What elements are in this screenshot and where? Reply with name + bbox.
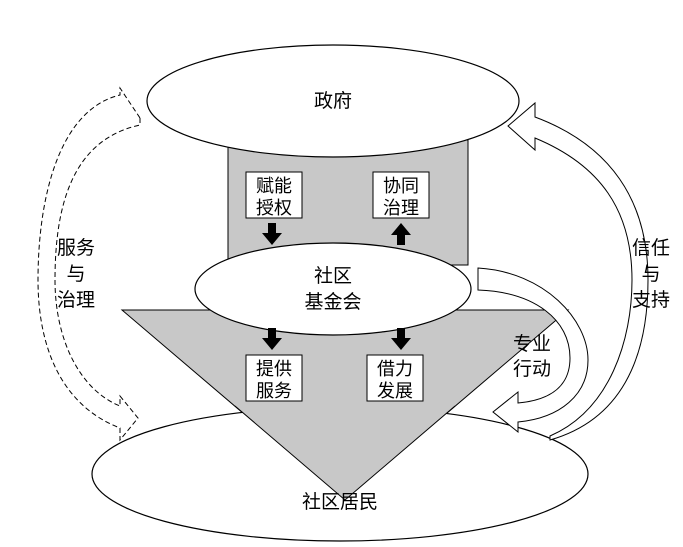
leverage-dev-box — [366, 354, 424, 402]
leverage-dev-box-line1: 借力 — [377, 359, 413, 380]
co-govern-box-line2: 治理 — [383, 198, 419, 219]
trust-support-arrow — [507, 101, 649, 441]
service-govern-label-line1: 服务 — [57, 237, 95, 259]
empower-box-line1: 赋能 — [256, 176, 292, 197]
trust-support-label-line1: 信任 — [632, 237, 670, 259]
professional-action-label-line2: 行动 — [513, 358, 551, 380]
provide-service-box-line2: 服务 — [256, 381, 292, 402]
co-govern-box — [372, 171, 430, 219]
down-arrow-leverage — [391, 328, 411, 350]
residents-label: 社区居民 — [302, 491, 378, 513]
empower-box-line2: 授权 — [256, 198, 292, 219]
leverage-dev-box-line2: 发展 — [377, 381, 413, 402]
provide-service-box — [245, 354, 303, 402]
professional-action-arrow — [477, 267, 589, 434]
service-govern-label-line2: 与 — [66, 263, 85, 285]
trust-support-label-line3: 支持 — [632, 289, 670, 311]
service-govern-arrow — [37, 86, 141, 442]
government-label: 政府 — [314, 90, 352, 112]
up-arrow-co-govern — [391, 223, 411, 245]
gray-triangle-tip-edges — [234, 405, 456, 501]
foundation-label-line2: 基金会 — [304, 291, 361, 313]
gray-triangle-tip — [235, 406, 455, 500]
service-govern-label-line3: 治理 — [57, 289, 95, 311]
foundation-label-line1: 社区 — [314, 265, 352, 287]
trust-support-label-line2: 与 — [641, 263, 660, 285]
provide-service-box-line1: 提供 — [256, 359, 292, 380]
government-ellipse — [146, 44, 520, 158]
empower-box — [245, 171, 303, 219]
down-arrow-empower — [262, 223, 282, 245]
professional-action-label-line1: 专业 — [513, 333, 551, 355]
foundation-ellipse — [194, 242, 472, 336]
down-arrow-provide — [262, 328, 282, 350]
co-govern-box-line1: 协同 — [383, 176, 419, 197]
